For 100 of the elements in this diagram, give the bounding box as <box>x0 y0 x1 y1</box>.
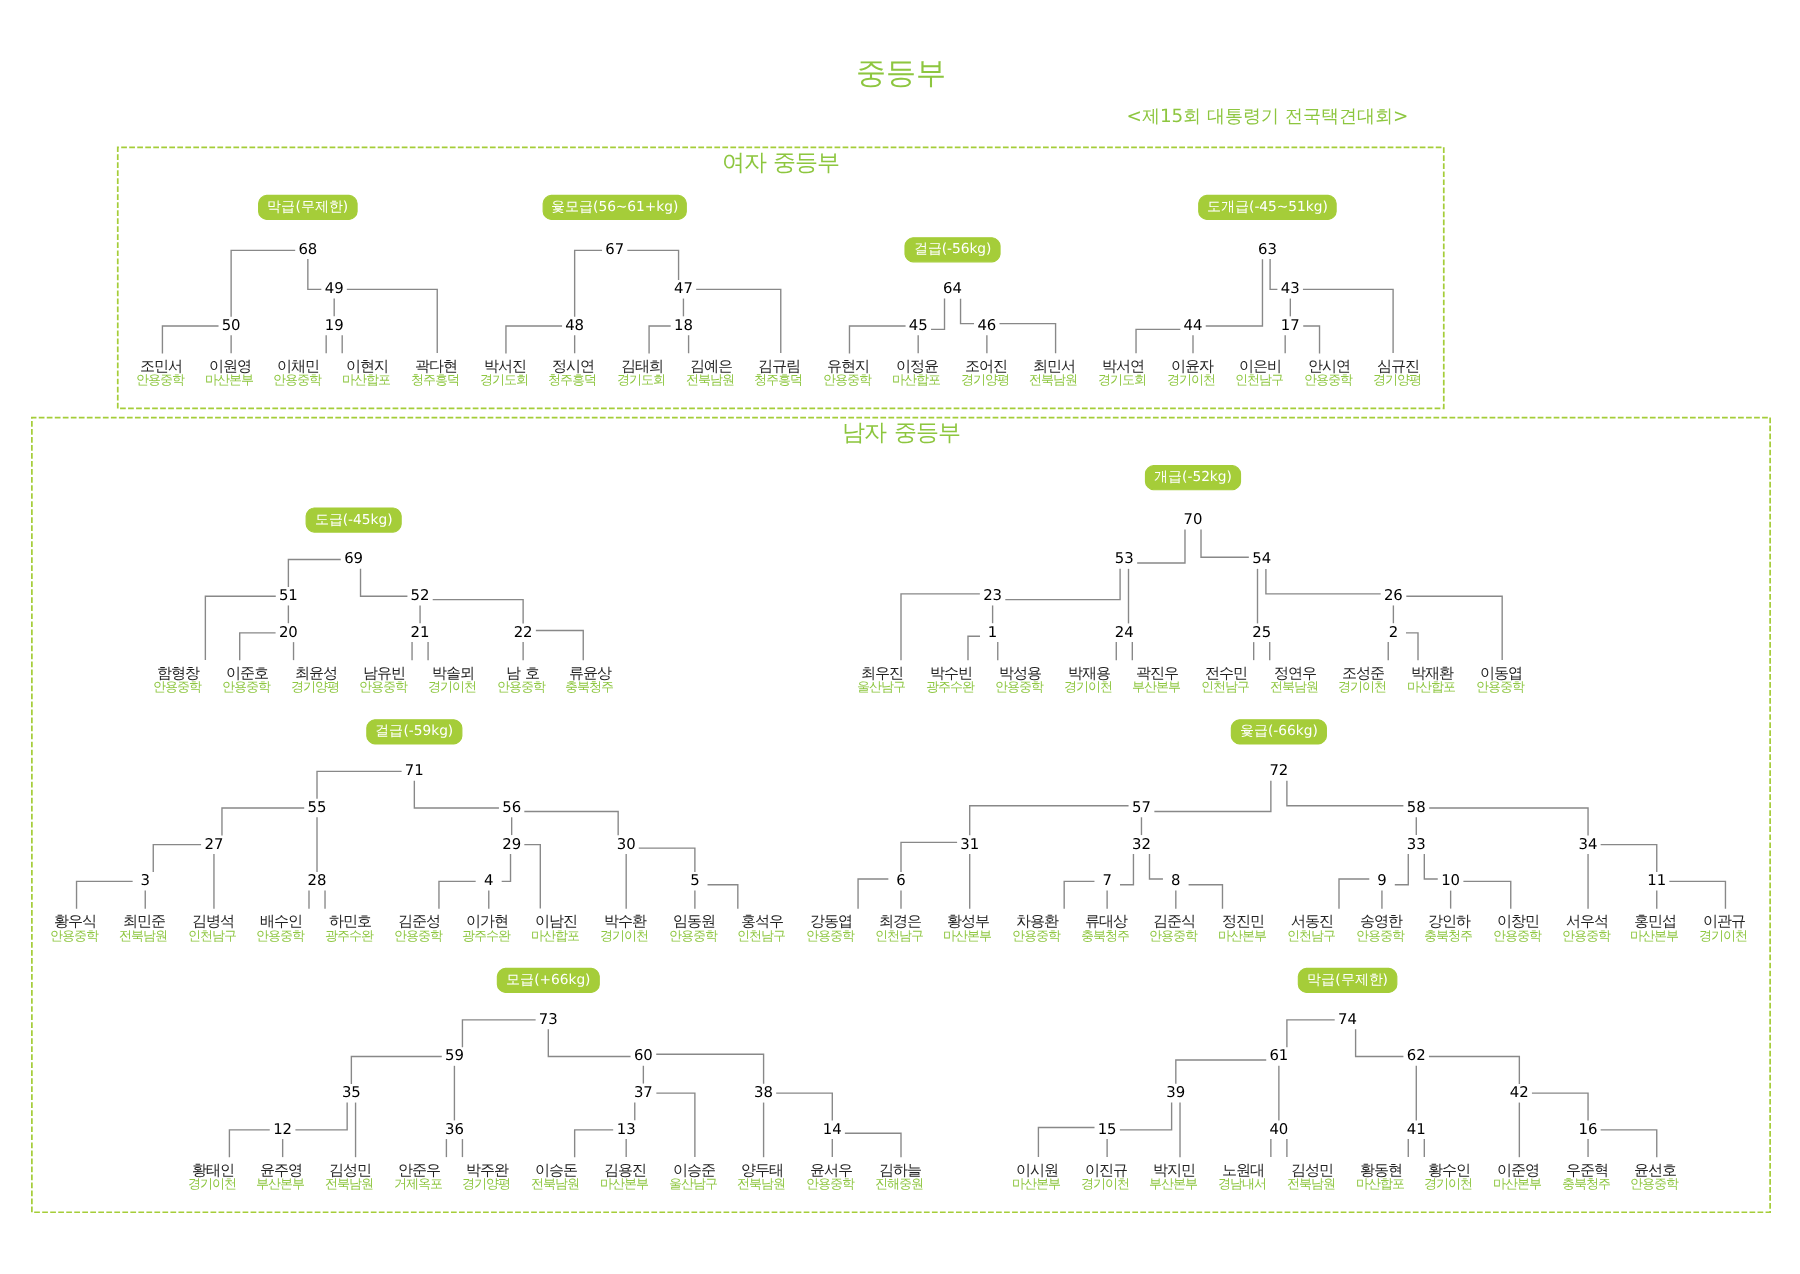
connector <box>1404 631 1418 660</box>
connector <box>437 879 476 909</box>
connector <box>774 1091 832 1121</box>
connector <box>1268 257 1278 289</box>
connector <box>654 1052 764 1084</box>
connector <box>1422 852 1438 879</box>
connector <box>1586 1137 1588 1157</box>
connector <box>761 1100 764 1157</box>
connector <box>1301 287 1393 353</box>
connector <box>340 333 342 353</box>
connector <box>1530 1091 1588 1121</box>
connector <box>572 1128 613 1157</box>
connector <box>410 640 412 660</box>
connector <box>1199 527 1249 557</box>
connector <box>1283 333 1285 353</box>
connector <box>847 324 906 354</box>
label: <제15회 대통령기 전국택견대회> <box>1125 104 1408 127</box>
connector <box>1118 1100 1172 1130</box>
connector <box>306 257 321 289</box>
connector <box>460 1137 463 1157</box>
connector <box>238 631 276 660</box>
connector <box>431 597 523 624</box>
connector <box>966 634 980 660</box>
connector <box>1393 852 1408 885</box>
connector <box>1114 640 1116 660</box>
connector <box>315 815 317 872</box>
connector <box>1130 640 1132 660</box>
connector <box>1147 852 1163 879</box>
connector <box>1255 567 1258 624</box>
connector <box>534 628 583 660</box>
connector <box>996 640 998 660</box>
connector <box>624 852 626 909</box>
connector <box>1191 333 1193 353</box>
connector <box>522 843 540 909</box>
connector <box>426 640 428 660</box>
connector <box>1404 594 1502 660</box>
connector <box>1285 1018 1335 1047</box>
connector <box>452 1064 455 1121</box>
connector <box>291 640 294 660</box>
connector <box>1427 1054 1520 1084</box>
connector <box>412 778 499 808</box>
connector <box>522 809 618 835</box>
connector <box>572 333 575 353</box>
connector <box>1036 1125 1095 1157</box>
connector <box>1277 1064 1279 1121</box>
connector <box>323 888 325 909</box>
connector <box>1252 640 1254 660</box>
connector <box>1134 327 1181 353</box>
connector <box>315 769 402 799</box>
connector <box>460 1018 536 1047</box>
connector <box>1003 567 1120 600</box>
connector <box>332 296 334 316</box>
connector <box>899 888 901 909</box>
connector <box>624 1137 626 1157</box>
connector <box>647 324 671 354</box>
connector <box>899 592 980 660</box>
connector <box>229 333 231 353</box>
connector <box>1667 879 1726 909</box>
connector <box>1062 879 1095 909</box>
connector <box>1517 1100 1520 1157</box>
connector <box>1268 640 1270 660</box>
connector <box>1448 888 1451 909</box>
connector <box>1126 567 1129 624</box>
connector <box>1337 877 1369 909</box>
connector <box>444 1137 447 1157</box>
connector <box>1264 567 1381 594</box>
connector <box>1174 1058 1266 1084</box>
connector <box>1285 779 1404 806</box>
connector <box>521 640 523 660</box>
connector <box>203 594 276 660</box>
connector <box>353 1100 356 1157</box>
connector <box>899 840 957 872</box>
connector <box>1386 640 1388 660</box>
connector <box>345 287 437 353</box>
connector <box>324 333 326 353</box>
connector <box>968 852 970 909</box>
connector <box>143 888 145 909</box>
connector <box>637 846 695 872</box>
connector <box>1186 883 1223 909</box>
connector <box>1427 806 1588 836</box>
connector <box>1655 888 1657 909</box>
connector <box>1422 1137 1424 1157</box>
connector <box>694 287 781 353</box>
connector <box>504 324 562 354</box>
connector <box>856 877 889 909</box>
connector <box>1118 852 1134 885</box>
connector <box>227 1128 270 1157</box>
connector <box>1285 1137 1287 1157</box>
connector <box>1414 1064 1416 1121</box>
connector <box>958 297 974 324</box>
connector <box>500 852 511 881</box>
connector <box>625 248 679 280</box>
connector <box>212 852 214 909</box>
connector <box>1105 888 1107 909</box>
connector <box>1353 1027 1404 1057</box>
connector <box>358 567 408 596</box>
connector <box>705 883 738 909</box>
connector <box>968 804 1129 835</box>
connector <box>1301 324 1320 354</box>
connector <box>307 888 309 909</box>
